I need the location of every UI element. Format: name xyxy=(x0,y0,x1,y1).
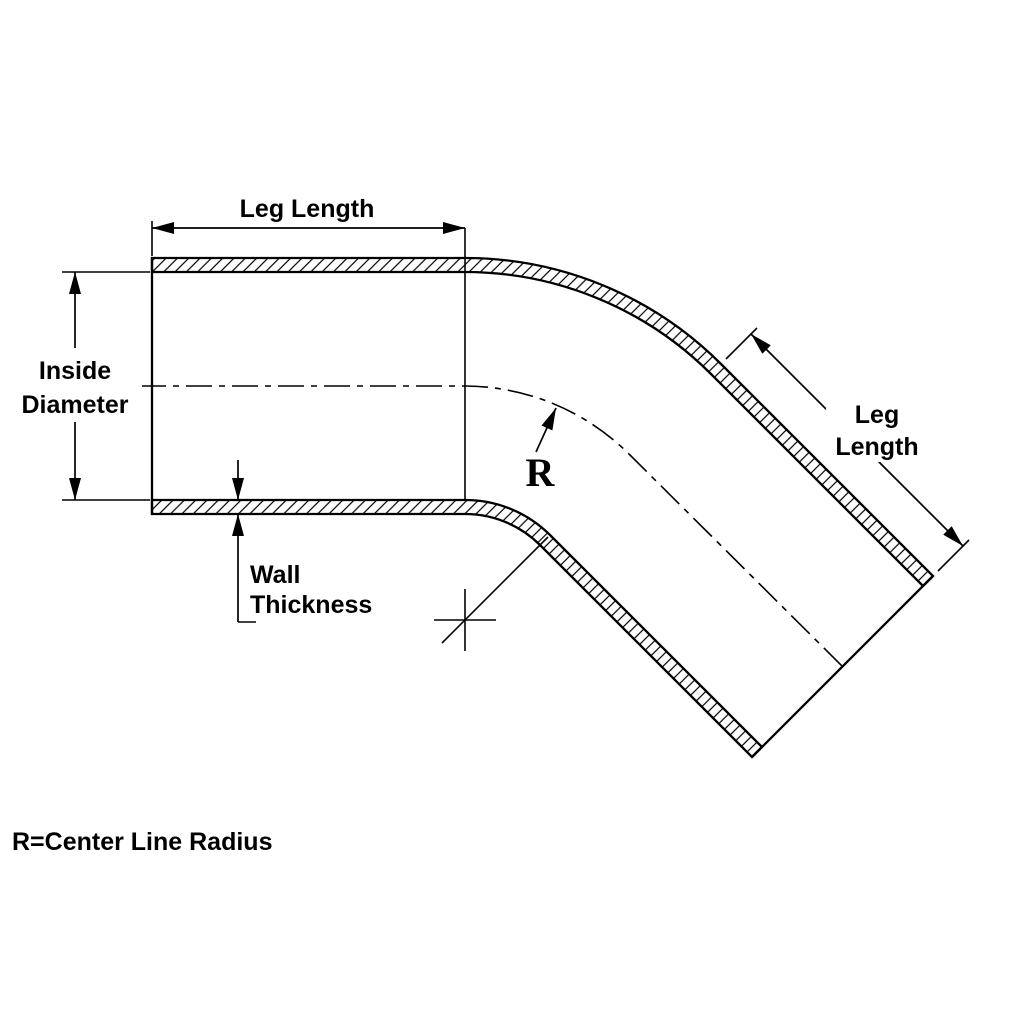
dim-wall-thickness: Wall Thickness xyxy=(232,460,372,623)
extension-line xyxy=(937,539,970,572)
dim-inside-diameter: Inside Diameter xyxy=(10,271,150,501)
extension-line xyxy=(725,327,758,360)
dim-center-line-radius: R xyxy=(434,407,557,651)
tube-right-end-face xyxy=(751,575,934,758)
dim-top-leg-length: Leg Length xyxy=(151,195,466,500)
inside-diameter-label: Inside xyxy=(39,357,111,385)
label-mask xyxy=(826,398,930,462)
wall-thickness-label: Thickness xyxy=(250,591,372,619)
top-leg-length-label: Leg Length xyxy=(240,195,375,223)
radius-arrow xyxy=(535,407,557,453)
tube-body xyxy=(150,256,935,759)
right-leg-length-label: Leg xyxy=(855,401,899,429)
right-leg-length-label: Length xyxy=(835,433,918,461)
inside-diameter-label: Diameter xyxy=(22,391,129,419)
dim-right-leg-length: Leg Length xyxy=(725,327,970,572)
footnote-center-line-radius: R=Center Line Radius xyxy=(12,828,272,856)
radius-symbol-label: R xyxy=(526,450,556,495)
wall-thickness-label: Wall xyxy=(250,561,300,589)
radius-line xyxy=(441,536,549,644)
label-mask xyxy=(10,348,142,422)
center-line xyxy=(140,385,847,671)
